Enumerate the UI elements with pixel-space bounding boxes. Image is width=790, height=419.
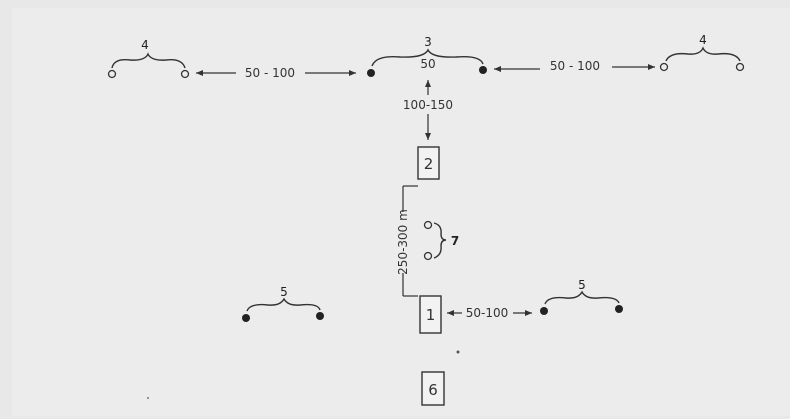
group-4-left: 4: [107, 38, 190, 79]
distance-label: 50 - 100: [550, 59, 600, 73]
filled-point-icon: [479, 66, 487, 74]
group-label: 4: [141, 38, 149, 52]
distance-arrow-vertical-top: 100-150: [403, 80, 453, 140]
box-label: 6: [428, 381, 438, 399]
box-1: 1: [419, 295, 442, 334]
distance-arrow-bottom: 50-100: [447, 306, 532, 320]
distance-arrow-top-left: 50 - 100: [196, 66, 356, 80]
box-label: 2: [424, 155, 434, 173]
group-label: 3: [424, 35, 432, 49]
distance-label: 50-100: [466, 306, 509, 320]
box-2: 2: [417, 146, 440, 180]
group-7: 7: [423, 220, 459, 261]
filled-point-icon: [367, 69, 375, 77]
open-point-icon: [423, 220, 433, 230]
group-brace: [246, 297, 321, 312]
box-label: 1: [426, 306, 436, 324]
filled-point-icon: [242, 314, 250, 322]
group-5-right: 5: [540, 278, 623, 315]
group-brace: [371, 48, 484, 67]
group-5-left: 5: [242, 285, 324, 322]
open-point-icon: [423, 251, 433, 261]
open-point-icon: [180, 69, 190, 79]
filled-point-icon: [540, 307, 548, 315]
open-point-icon: [107, 69, 117, 79]
group-label: 5: [280, 285, 288, 299]
diagram-sheet: [12, 8, 790, 416]
group-brace: [111, 52, 186, 69]
filled-point-icon: [615, 305, 623, 313]
box-6: 6: [421, 371, 445, 406]
group-4-right: 4: [659, 33, 745, 72]
speck: [147, 397, 149, 399]
distance-label: 50 - 100: [245, 66, 295, 80]
distance-label: 250-300 m: [396, 209, 410, 275]
group-3-center: 3 50: [367, 35, 487, 77]
group-brace: [433, 222, 447, 259]
distance-label: 100-150: [403, 98, 453, 112]
speck: [456, 350, 460, 354]
group-label: 7: [451, 234, 459, 248]
open-point-icon: [735, 62, 745, 72]
filled-point-icon: [316, 312, 324, 320]
inner-distance-label: 50: [420, 57, 435, 71]
group-label: 4: [699, 33, 707, 47]
distance-bracket-vertical: 250-300 m: [396, 185, 418, 297]
group-brace: [665, 46, 741, 62]
group-brace: [544, 290, 620, 305]
open-point-icon: [659, 62, 669, 72]
distance-arrow-top-right: 50 - 100: [494, 59, 655, 73]
group-label: 5: [578, 278, 586, 292]
